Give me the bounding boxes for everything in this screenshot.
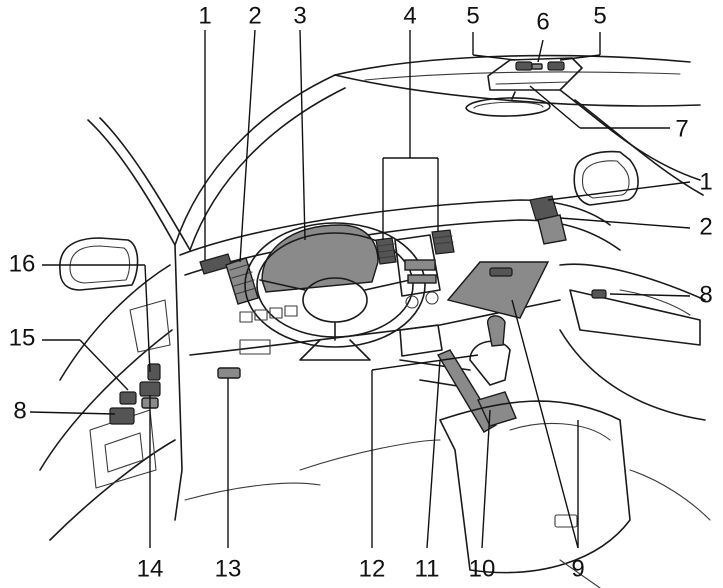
right-vents bbox=[529, 195, 567, 245]
center-vents bbox=[375, 229, 455, 265]
leader-lines bbox=[29, 29, 691, 549]
rear-view-mirror bbox=[465, 91, 551, 117]
right-door bbox=[559, 263, 706, 421]
callout-2-left: 2 bbox=[248, 2, 261, 29]
interior-drawing bbox=[39, 54, 711, 588]
callout-5-right: 5 bbox=[593, 2, 606, 29]
overhead-console bbox=[487, 57, 583, 91]
callout-7: 7 bbox=[675, 115, 688, 142]
callout-3: 3 bbox=[293, 2, 306, 29]
glovebox bbox=[446, 261, 550, 319]
callout-5-left: 5 bbox=[466, 2, 479, 29]
parking-brake bbox=[436, 349, 497, 433]
console-box bbox=[439, 391, 631, 574]
lower-dash-panel bbox=[217, 305, 298, 379]
callout-2-right: 2 bbox=[699, 213, 712, 240]
callout-16: 16 bbox=[9, 250, 36, 277]
callout-10: 10 bbox=[469, 555, 496, 582]
callout-4: 4 bbox=[403, 2, 416, 29]
left-vents bbox=[199, 253, 259, 305]
callout-15: 15 bbox=[9, 324, 36, 351]
callout-9: 9 bbox=[571, 555, 584, 582]
callout-6: 6 bbox=[536, 8, 549, 35]
callout-1-right: 1 bbox=[699, 168, 712, 195]
callout-13: 13 bbox=[215, 555, 242, 582]
steering-wheel bbox=[244, 222, 426, 361]
callout-8-left: 8 bbox=[13, 397, 26, 424]
callout-11: 11 bbox=[415, 555, 440, 582]
left-door-switches bbox=[109, 363, 161, 425]
callout-14: 14 bbox=[137, 555, 164, 582]
callout-labels: 1 2 3 4 5 6 5 7 1 2 8 16 15 8 14 13 12 1… bbox=[9, 2, 713, 582]
right-side-mirror bbox=[573, 150, 639, 206]
callout-8-right: 8 bbox=[699, 281, 712, 308]
center-stack bbox=[394, 234, 443, 357]
left-side-mirror bbox=[59, 237, 139, 291]
callout-12: 12 bbox=[359, 555, 386, 582]
callout-1-left: 1 bbox=[198, 2, 211, 29]
